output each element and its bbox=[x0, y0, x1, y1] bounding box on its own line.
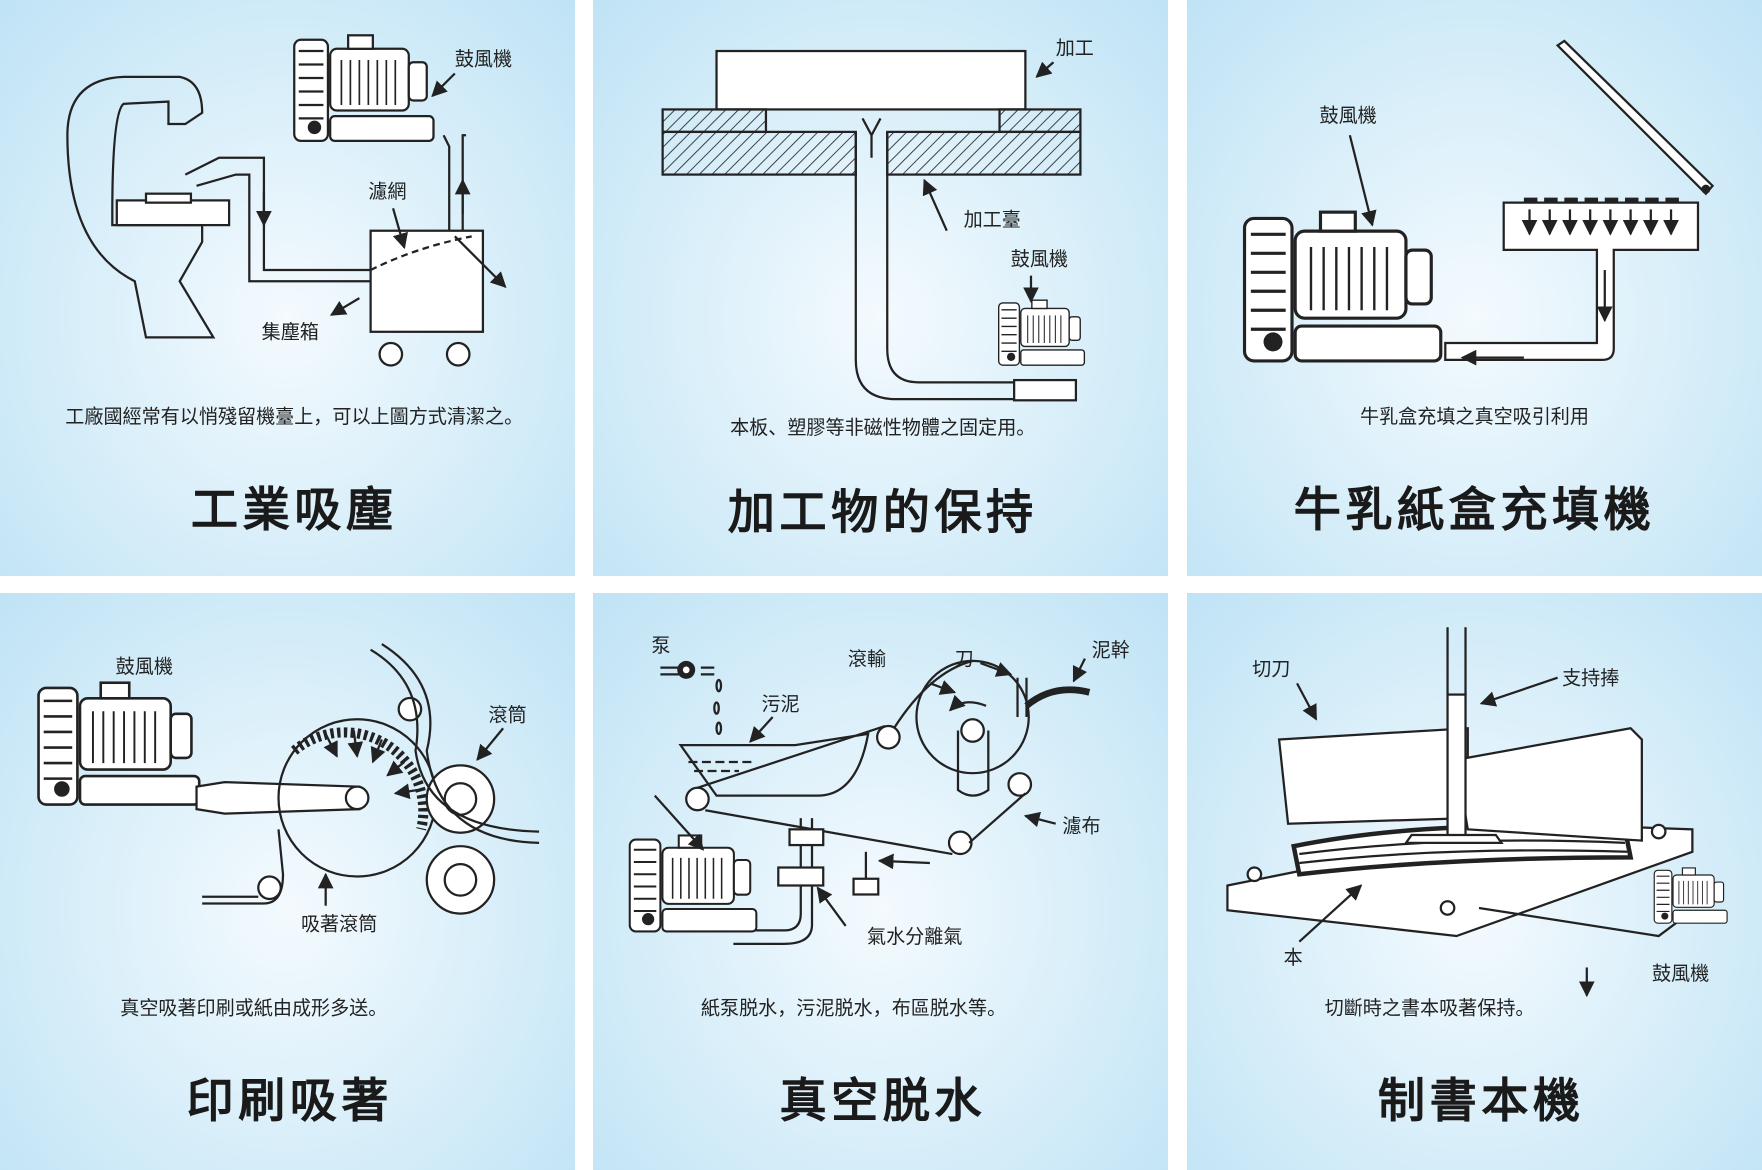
panel-title: 牛乳紙盒充填機 bbox=[1294, 483, 1656, 538]
blower-icon bbox=[1242, 210, 1443, 363]
panel-title: 制書本機 bbox=[1378, 1074, 1585, 1129]
milk-carton-diagram: 鼓風機 牛乳盒充填之真空吸引利用 牛乳紙盒充填機 bbox=[1242, 39, 1715, 538]
label-book: 本 bbox=[1284, 946, 1303, 969]
label-dust-box: 集塵箱 bbox=[262, 321, 319, 344]
vacuum-dewatering-diagram: 泵 滾輸 刀 泥幹 污泥 濾布 氣水分離氣 紙泵脱水，污泥脱水，布區脱水等。 真… bbox=[628, 634, 1130, 1129]
panel-title: 加工物的保持 bbox=[728, 485, 1038, 540]
caption: 牛乳盒充填之真空吸引利用 bbox=[1360, 405, 1589, 428]
panel-book-making: 切刀 支持捧 本 鼓風機 切斷時之書本吸著保持。 制書本機 bbox=[1187, 593, 1762, 1170]
label-water-separator: 氣水分離氣 bbox=[867, 925, 962, 948]
label-blower: 鼓風機 bbox=[116, 655, 173, 678]
blower-icon bbox=[1653, 867, 1728, 924]
label-work-table: 加工臺 bbox=[964, 208, 1021, 231]
blower-icon bbox=[37, 681, 201, 806]
caption: 真空吸著印刷或紙由成形多送。 bbox=[120, 997, 387, 1020]
panel-title: 工業吸塵 bbox=[191, 483, 398, 538]
caption: 本板、塑膠等非磁性物體之固定用。 bbox=[730, 416, 1035, 439]
panel-title: 印刷吸著 bbox=[186, 1074, 393, 1129]
caption: 工廠國經常有以悄殘留機臺上，可以上圖方式清潔之。 bbox=[65, 405, 523, 428]
label-roller: 滾輸 bbox=[848, 647, 886, 670]
label-workpiece: 加工 bbox=[1056, 36, 1094, 59]
panel-printing-suction: 鼓風機 滾筒 吸著滾筒 真空吸著印刷或紙由成形多送。 印刷吸著 bbox=[0, 593, 575, 1170]
panel-title: 真空脱水 bbox=[779, 1074, 986, 1129]
panel-milk-carton-filler: 鼓風機 牛乳盒充填之真空吸引利用 牛乳紙盒充填機 bbox=[1187, 0, 1762, 576]
printing-suction-diagram: 鼓風機 滾筒 吸著滾筒 真空吸著印刷或紙由成形多送。 印刷吸著 bbox=[37, 643, 540, 1129]
label-filter: 濾網 bbox=[368, 180, 406, 203]
panel-vacuum-dewatering: 泵 滾輸 刀 泥幹 污泥 濾布 氣水分離氣 紙泵脱水，污泥脱水，布區脱水等。 真… bbox=[593, 593, 1168, 1170]
label-knife: 刀 bbox=[955, 647, 974, 670]
caption: 紙泵脱水，污泥脱水，布區脱水等。 bbox=[701, 997, 1006, 1020]
industrial-dust-diagram: 鼓風機 濾網 集塵箱 工廠國經常有以悄殘留機臺上，可以上圖方式清潔之。 工業吸塵 bbox=[65, 34, 523, 538]
label-sludge: 污泥 bbox=[761, 692, 799, 715]
blower-icon bbox=[293, 34, 435, 143]
label-suction-roller: 吸著滾筒 bbox=[301, 912, 377, 935]
label-dry-sludge: 泥幹 bbox=[1092, 638, 1130, 661]
label-pump: 泵 bbox=[651, 634, 670, 657]
label-blower: 鼓風機 bbox=[1011, 248, 1068, 271]
label-roller: 滾筒 bbox=[489, 704, 527, 727]
blower-icon bbox=[997, 299, 1086, 366]
label-cutter: 切刀 bbox=[1252, 657, 1290, 680]
label-blower: 鼓風機 bbox=[1320, 104, 1377, 127]
blower-icon bbox=[628, 834, 758, 933]
label-blower: 鼓風機 bbox=[455, 48, 512, 71]
label-support-rod: 支持捧 bbox=[1562, 666, 1619, 689]
panel-workpiece-holding: 加工 加工臺 鼓風機 本板、塑膠等非磁性物體之固定用。 加工物的保持 bbox=[593, 0, 1168, 576]
caption: 切斷時之書本吸著保持。 bbox=[1325, 997, 1535, 1020]
workpiece-holding-diagram: 加工 加工臺 鼓風機 本板、塑膠等非磁性物體之固定用。 加工物的保持 bbox=[661, 36, 1094, 540]
label-blower: 鼓風機 bbox=[1652, 962, 1709, 985]
label-filter-cloth: 濾布 bbox=[1062, 815, 1100, 838]
panel-industrial-dust-collection: 鼓風機 濾網 集塵箱 工廠國經常有以悄殘留機臺上，可以上圖方式清潔之。 工業吸塵 bbox=[0, 0, 575, 576]
book-making-diagram: 切刀 支持捧 本 鼓風機 切斷時之書本吸著保持。 制書本機 bbox=[1226, 627, 1728, 1129]
